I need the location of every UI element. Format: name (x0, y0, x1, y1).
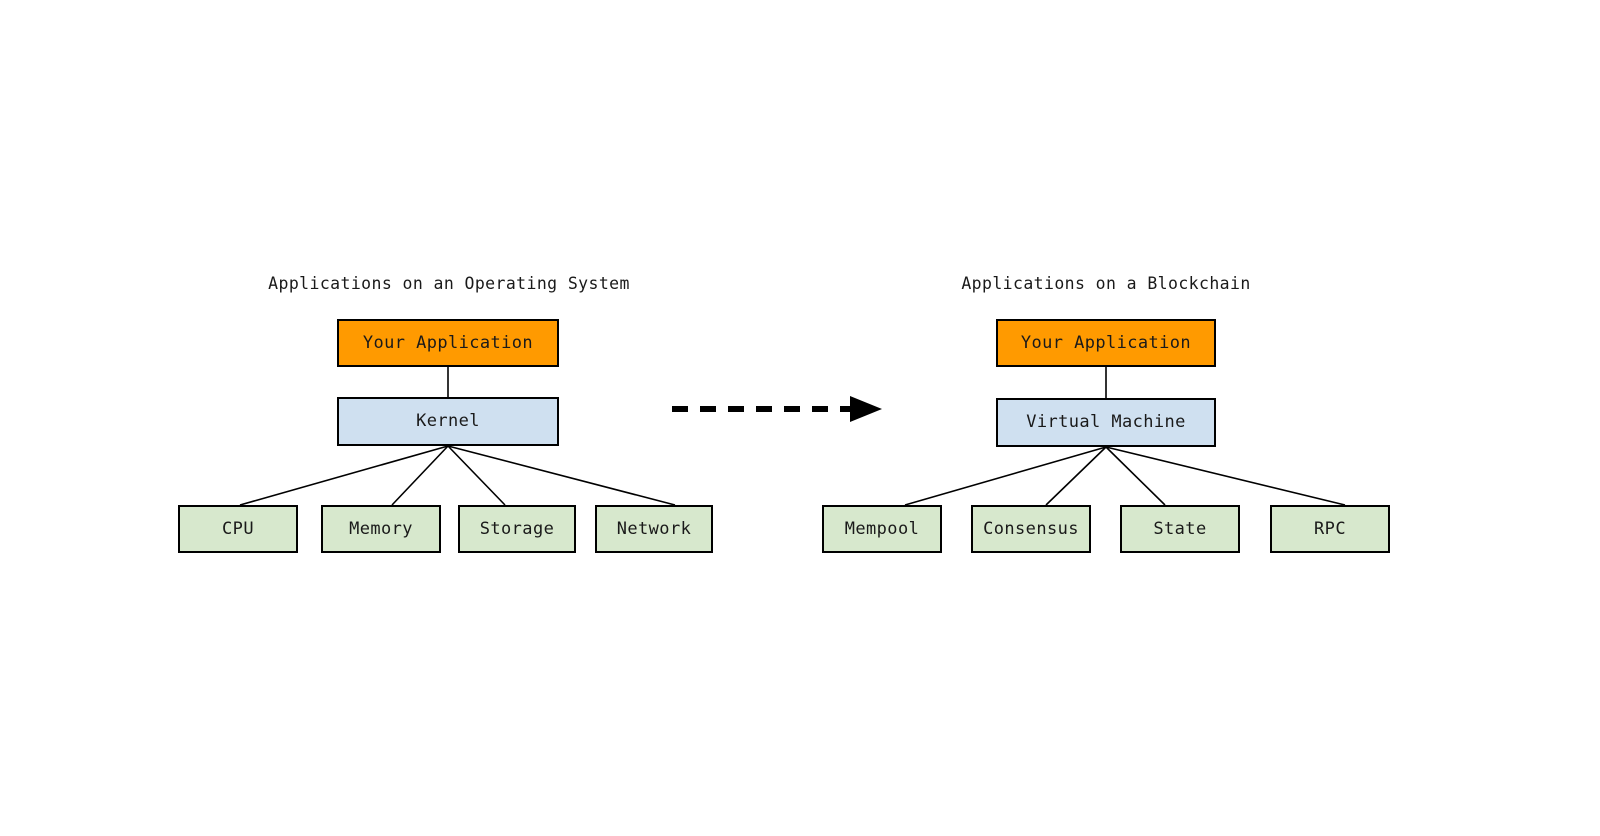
node-label: CPU (222, 518, 254, 539)
node-os-app[interactable]: Your Application (337, 319, 559, 367)
node-label: Consensus (983, 518, 1079, 539)
node-label: Memory (349, 518, 413, 539)
edge-os-kernel-to-os-cpu (239, 445, 449, 506)
group-title-os: Applications on an Operating System (268, 274, 630, 293)
node-label: Your Application (362, 332, 534, 353)
node-label: State (1153, 518, 1207, 539)
node-bc-vm[interactable]: Virtual Machine (996, 398, 1216, 447)
node-os-memory[interactable]: Memory (321, 505, 441, 553)
node-label: Network (616, 518, 692, 539)
node-os-kernel[interactable]: Kernel (337, 397, 559, 446)
edge-bc-vm-to-bc-state (1105, 446, 1166, 506)
edge-os-kernel-to-os-network (447, 445, 676, 506)
node-label: Mempool (844, 518, 920, 539)
node-bc-mempool[interactable]: Mempool (822, 505, 942, 553)
node-label: RPC (1314, 518, 1346, 539)
node-label: Your Application (1020, 332, 1192, 353)
node-bc-app[interactable]: Your Application (996, 319, 1216, 367)
node-os-cpu[interactable]: CPU (178, 505, 298, 553)
node-os-storage[interactable]: Storage (458, 505, 576, 553)
edge-bc-vm-to-bc-mempool (904, 446, 1107, 506)
node-label: Storage (479, 518, 555, 539)
edge-bc-vm-to-bc-consensus (1045, 446, 1107, 506)
arrow-head-icon (850, 396, 882, 422)
edge-os-kernel-to-os-storage (447, 445, 506, 506)
edge-os-kernel-to-os-memory (391, 445, 449, 506)
node-bc-state[interactable]: State (1120, 505, 1240, 553)
edge-bc-vm-to-bc-rpc (1105, 446, 1346, 506)
node-label: Virtual Machine (1026, 412, 1186, 432)
node-bc-consensus[interactable]: Consensus (971, 505, 1091, 553)
group-title-blockchain: Applications on a Blockchain (961, 274, 1251, 293)
node-label: Kernel (416, 411, 480, 431)
node-os-network[interactable]: Network (595, 505, 713, 553)
node-bc-rpc[interactable]: RPC (1270, 505, 1390, 553)
maps-to-arrow (672, 396, 882, 422)
